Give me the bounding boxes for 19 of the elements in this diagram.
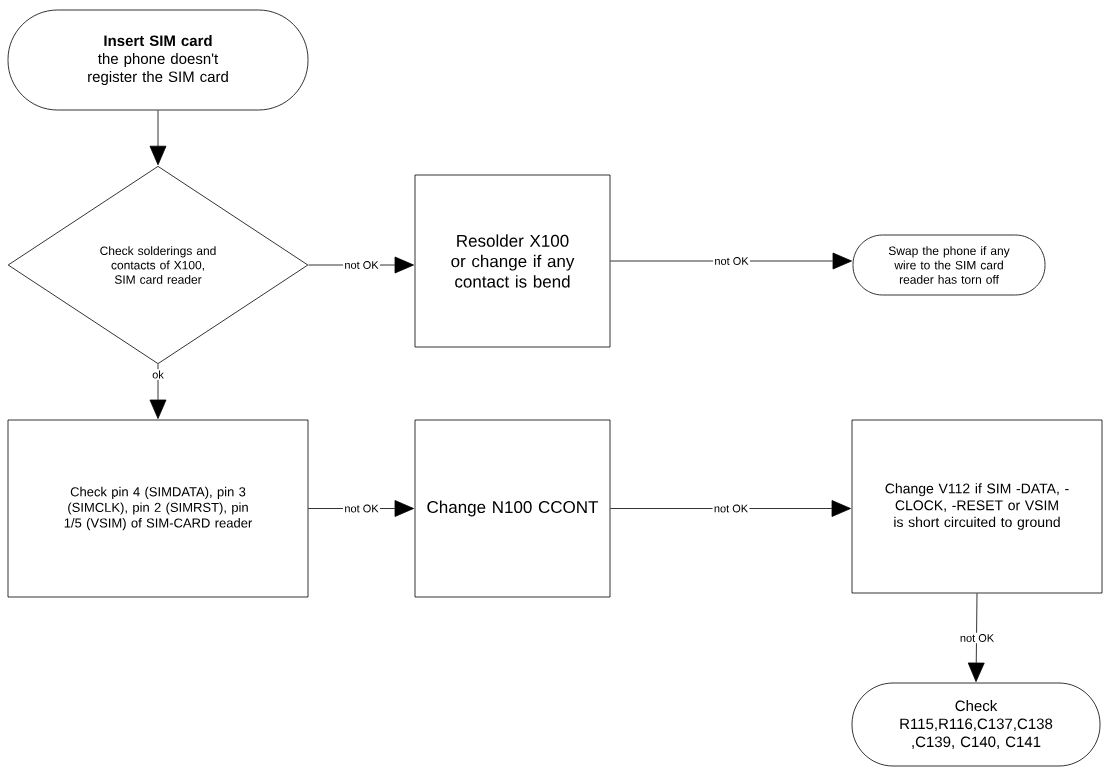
arrow [149,363,167,419]
process-box: Check pin 4 (SIMDATA), pin 3 (SIMCLK), pin 2 (SIMRST), pin 1/5 (VSIM) of SIM-CARD reader [7,419,309,598]
arrow [610,500,851,517]
edge-label: not OK [712,503,750,514]
arrow [967,593,985,682]
start-terminal: Insert SIM card the phone doesn't register the SIM card [7,9,309,111]
end-terminal: Check R115,R116,C137,C138 ,C139, C140, C141 [851,682,1101,767]
arrow [149,110,167,166]
arrow [308,500,414,517]
process-box: Change V112 if SIM -DATA, -CLOCK, -RESET or VSIM is short circuited to ground [851,419,1103,594]
end-terminal: Swap the phone if any wire to the SIM card reader has torn off [852,234,1046,296]
edge-label: ok [150,369,166,380]
edge-label: not OK [958,632,996,644]
process-box: Change N100 CCONT [414,419,611,598]
process-box: Resolder X100 or change if any contact is bend [414,174,611,348]
arrow [610,252,852,270]
edge-label: not OK [713,255,750,267]
edge-label: not OK [343,259,380,271]
edge-label: not OK [343,503,380,514]
